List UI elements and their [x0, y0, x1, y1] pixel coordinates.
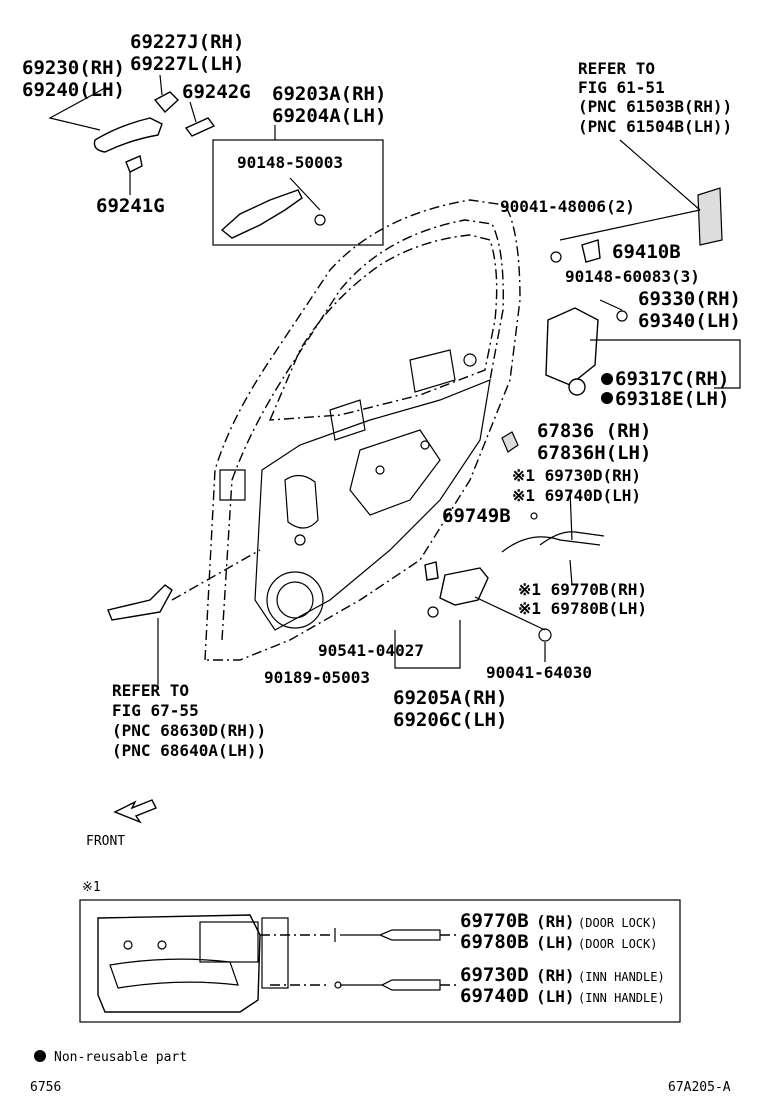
- handle-frame-box: [212, 125, 384, 246]
- inset-part-description: (DOOR LOCK): [578, 937, 657, 951]
- label-69340: 69340(LH): [638, 310, 741, 332]
- inset-part-number: 69740D: [460, 985, 529, 1007]
- label-69317c: 69317C(RH): [615, 368, 729, 390]
- door-lock-parts: [501, 139, 741, 453]
- outer-handle-parts: [48, 74, 216, 195]
- door-check-parts: [107, 549, 261, 685]
- page-number: 6756: [30, 1080, 61, 1095]
- label-69206c: 69206C(LH): [393, 709, 507, 731]
- label-refer-61-line3: (PNC 61503B(RH)): [578, 97, 732, 116]
- label-69205a: 69205A(RH): [393, 687, 507, 709]
- inset-part-description: (INN HANDLE): [578, 991, 665, 1005]
- label-69740d: ※1 69740D(LH): [512, 486, 641, 505]
- inner-handle-parts: [394, 561, 552, 669]
- label-69330: 69330(RH): [638, 288, 741, 310]
- non-reusable-dot-icon: [601, 392, 613, 404]
- label-69242g: 69242G: [182, 81, 251, 103]
- label-69227l: 69227L(LH): [130, 53, 244, 75]
- label-69410b: 69410B: [612, 241, 681, 263]
- label-90041-64030: 90041-64030: [486, 663, 592, 682]
- label-67836h: 67836H(LH): [537, 442, 651, 464]
- inset-mark: ※1: [82, 880, 101, 895]
- label-refer-61-line2: FIG 61-51: [578, 78, 665, 97]
- inset-part-side: (LH): [536, 933, 575, 952]
- label-69318e: 69318E(LH): [615, 388, 729, 410]
- label-69204a: 69204A(LH): [272, 105, 386, 127]
- label-90189-05003: 90189-05003: [264, 668, 370, 687]
- front-arrow-icon: [113, 799, 157, 824]
- label-69227j: 69227J(RH): [130, 31, 244, 53]
- label-refer-67-line1: REFER TO: [112, 681, 189, 700]
- label-refer-61-line4: (PNC 61504B(LH)): [578, 117, 732, 136]
- label-67836: 67836 (RH): [537, 420, 651, 442]
- label-refer-67-line4: (PNC 68640A(LH)): [112, 741, 266, 760]
- legend-dot-icon: [34, 1050, 46, 1062]
- inset-part-side: (LH): [536, 987, 575, 1006]
- inset-part-side: (RH): [536, 966, 575, 985]
- inset-part-number: 69730D: [460, 964, 529, 986]
- label-69749b: 69749B: [442, 505, 511, 527]
- rear-door-illustration: [204, 199, 521, 661]
- inset-part-description: (INN HANDLE): [578, 970, 665, 984]
- label-refer-67-line3: (PNC 68630D(RH)): [112, 721, 266, 740]
- inset-part-side: (RH): [536, 912, 575, 931]
- inset-rows: 69770B(RH)(DOOR LOCK)69780B(LH)(DOOR LOC…: [460, 910, 665, 1007]
- label-90148-50003: 90148-50003: [237, 153, 343, 172]
- label-90148-60083: 90148-60083(3): [565, 267, 700, 286]
- label-69203a: 69203A(RH): [272, 83, 386, 105]
- inset-part-number: 69780B: [460, 931, 529, 953]
- label-refer-67-line2: FIG 67-55: [112, 701, 199, 720]
- label-69730d: ※1 69730D(RH): [512, 466, 641, 485]
- label-90541-04027: 90541-04027: [318, 641, 424, 660]
- label-69780b: ※1 69780B(LH): [518, 599, 647, 618]
- label-69770b: ※1 69770B(RH): [518, 580, 647, 599]
- figure-code: 67A205-A: [668, 1080, 731, 1095]
- front-label: FRONT: [86, 834, 125, 849]
- inset-box: [79, 899, 681, 1023]
- label-69240: 69240(LH): [22, 79, 125, 101]
- non-reusable-dot-icon: [601, 373, 613, 385]
- inset-part-number: 69770B: [460, 910, 529, 932]
- label-69241g: 69241G: [96, 195, 165, 217]
- inset-part-description: (DOOR LOCK): [578, 916, 657, 930]
- legend-text: Non-reusable part: [54, 1050, 187, 1065]
- cable-parts: [501, 489, 605, 586]
- label-refer-61-line1: REFER TO: [578, 59, 655, 78]
- label-90041-48006: 90041-48006(2): [500, 197, 635, 216]
- label-69230: 69230(RH): [22, 57, 125, 79]
